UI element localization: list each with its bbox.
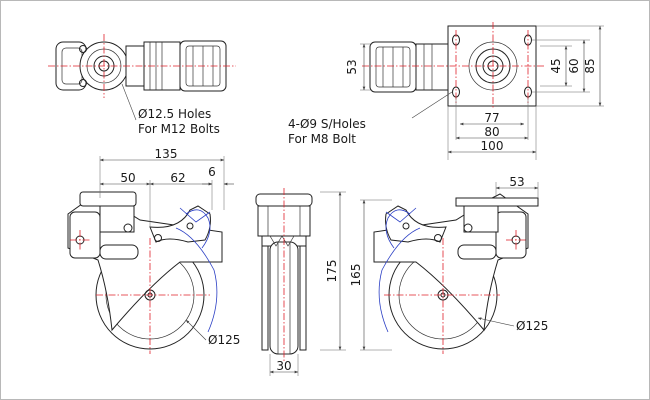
hole-leader bbox=[121, 83, 137, 121]
dim-53-right-label: 53 bbox=[509, 175, 524, 189]
dim-77-label: 77 bbox=[484, 111, 499, 125]
bottom-right-view bbox=[373, 193, 539, 354]
dim-125-right-label: Ø125 bbox=[516, 319, 548, 333]
dim-50-label: 50 bbox=[120, 171, 135, 185]
dim-60-label: 60 bbox=[567, 58, 581, 73]
dim-175-label: 175 bbox=[325, 260, 339, 283]
swivel-head-left bbox=[79, 191, 137, 207]
holes-note-line1: Ø12.5 Holes bbox=[138, 107, 211, 121]
dim-45-label: 45 bbox=[549, 58, 563, 73]
slot-right bbox=[457, 244, 497, 260]
dim-80-label: 80 bbox=[484, 125, 499, 139]
dia-125-left-leader bbox=[185, 319, 207, 341]
dims-bottom-top-right bbox=[447, 98, 537, 160]
dim-53-top-label: 53 bbox=[345, 59, 359, 74]
bottom-left-view bbox=[67, 191, 223, 354]
shole-note-line2: For M8 Bolt bbox=[288, 132, 356, 146]
shole-leader bbox=[411, 91, 453, 119]
slot-left bbox=[99, 244, 139, 260]
dim-30 bbox=[269, 354, 299, 376]
bottom-center-view bbox=[255, 188, 313, 362]
dim-53-right bbox=[495, 182, 539, 198]
top-right-view bbox=[362, 22, 544, 119]
shole-note-line1: 4-Ø9 S/Holes bbox=[288, 117, 366, 131]
dim-100-label: 100 bbox=[481, 139, 504, 153]
dim-85-label: 85 bbox=[583, 58, 597, 73]
dim-6-label: 6 bbox=[208, 165, 216, 179]
dia-125-right-leader bbox=[477, 317, 515, 327]
dim-30-label: 30 bbox=[276, 359, 291, 373]
dim-135-label: 135 bbox=[155, 147, 178, 161]
dim-165-label: 165 bbox=[349, 264, 363, 287]
dim-62-label: 62 bbox=[170, 171, 185, 185]
dim-125-left-label: Ø125 bbox=[208, 333, 240, 347]
dims-right-top-right bbox=[532, 25, 604, 107]
top-plate-side bbox=[455, 197, 539, 207]
holes-note-line2: For M12 Bolts bbox=[138, 122, 220, 136]
dim-53-top bbox=[360, 43, 372, 91]
dims-bottom-left bbox=[99, 156, 234, 228]
dims-vertical-center bbox=[320, 191, 392, 351]
top-left-view bbox=[48, 34, 236, 121]
